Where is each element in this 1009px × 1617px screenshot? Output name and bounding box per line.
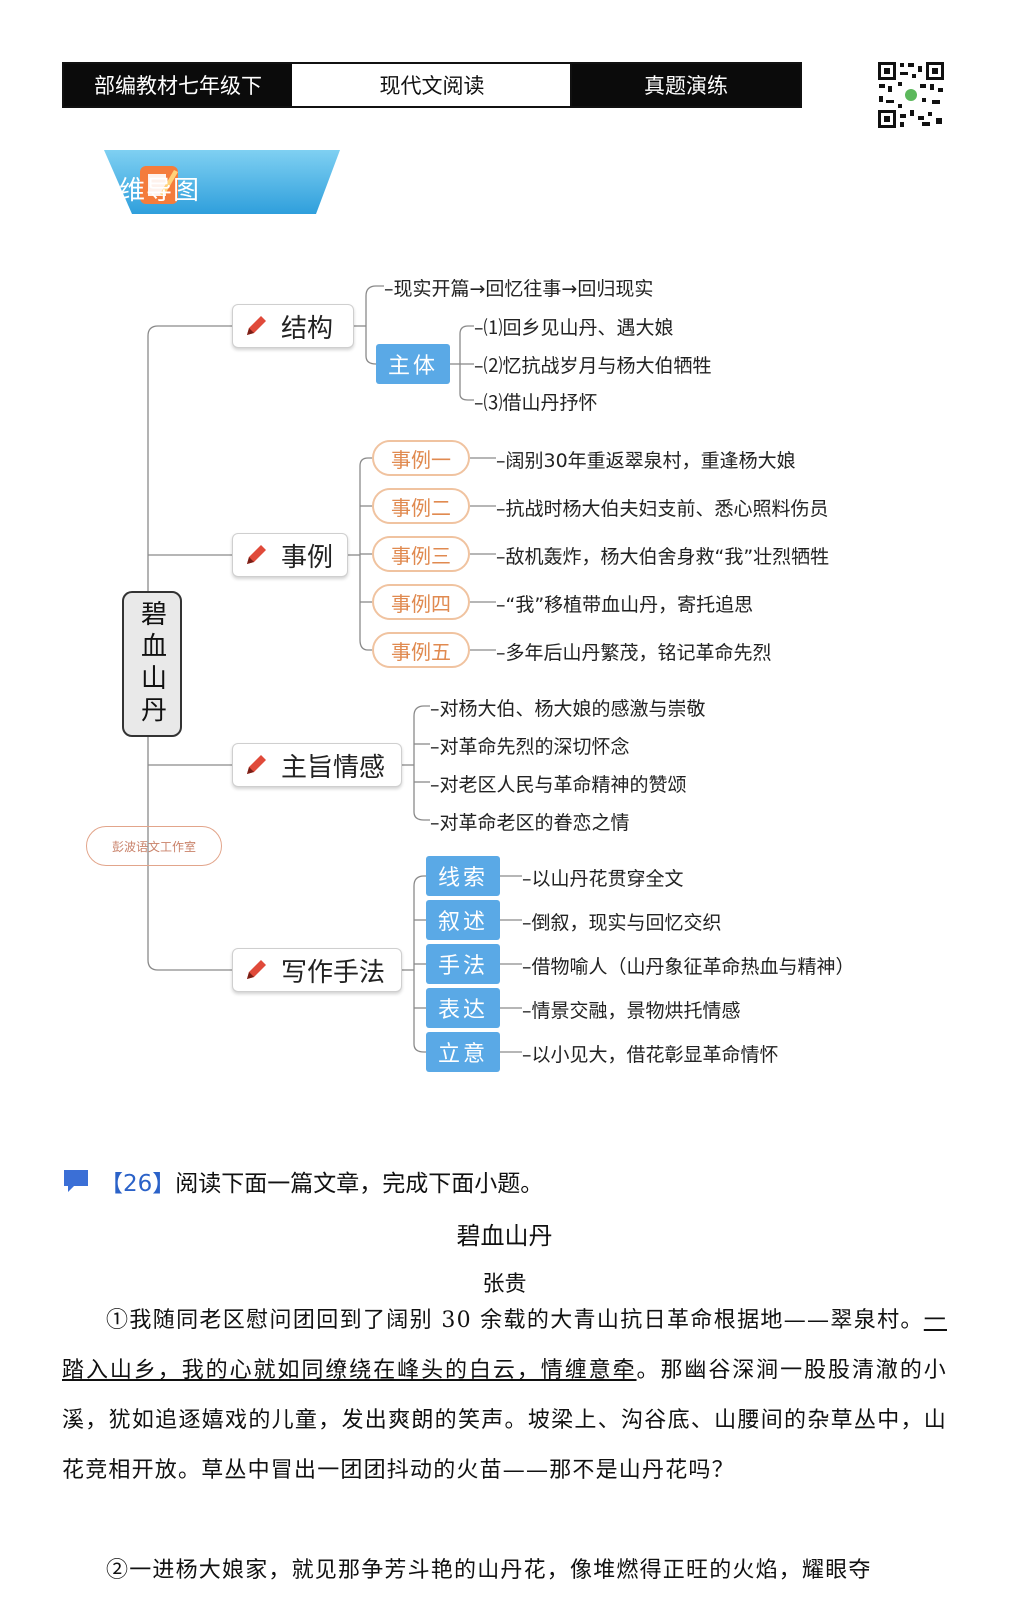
example-tag: 事例一 bbox=[372, 440, 470, 476]
question-heading: 【26】 阅读下面一篇文章，完成下面小题。 bbox=[62, 1164, 543, 1198]
writing-tag: 立意 bbox=[426, 1032, 500, 1072]
article-paragraph-2: ②一进杨大娘家，就见那争芳斗艳的山丹花，像堆燃得正旺的火焰，耀眼夺 bbox=[62, 1546, 947, 1596]
pencil-icon bbox=[247, 755, 266, 774]
branch-examples: 事例 bbox=[232, 533, 348, 577]
header-tab-practice: 真题演练 bbox=[570, 62, 802, 108]
writing-tag: 叙述 bbox=[426, 900, 500, 940]
mindmap-root: 碧血山丹 bbox=[122, 591, 182, 737]
qr-code-icon[interactable] bbox=[876, 60, 946, 130]
example-text: –阔别30年重返翠泉村，重逢杨大娘 bbox=[496, 450, 796, 472]
header-section-label: 现代文阅读 bbox=[379, 74, 485, 98]
article-author: 张贵 bbox=[482, 1272, 527, 1297]
example-text: –敌机轰炸，杨大伯舍身救“我”壮烈牺牲 bbox=[496, 546, 830, 568]
example-text: –“我”移植带血山丹，寄托追思 bbox=[496, 594, 754, 616]
branch-theme: 主旨情感 bbox=[232, 743, 402, 787]
pencil-icon bbox=[247, 960, 266, 979]
writing-tag: 手法 bbox=[426, 944, 500, 984]
mindmap-root-label: 碧血山丹 bbox=[136, 600, 167, 728]
branch-writing: 写作手法 bbox=[232, 948, 402, 992]
writing-text: –情景交融，景物烘托情感 bbox=[522, 1000, 741, 1022]
example-text: –多年后山丹繁茂，铭记革命先烈 bbox=[496, 642, 772, 664]
theme-item: –对革命先烈的深切怀念 bbox=[430, 736, 630, 758]
article-paragraph-1: ①我随同老区慰问团回到了阔别 30 余载的大青山抗日革命根据地——翠泉村。一踏入… bbox=[62, 1296, 947, 1496]
header-practice-label: 真题演练 bbox=[644, 74, 728, 98]
structure-body-item: –⑴回乡见山丹、遇大娘 bbox=[474, 317, 674, 339]
branch-examples-label: 事例 bbox=[281, 542, 334, 573]
theme-item: –对革命老区的眷恋之情 bbox=[430, 812, 630, 834]
example-tag: 事例五 bbox=[372, 632, 470, 668]
theme-item: –对杨大伯、杨大娘的感激与崇敬 bbox=[430, 698, 706, 720]
branch-structure: 结构 bbox=[232, 304, 354, 348]
structure-body-item: –⑵忆抗战岁月与杨大伯牺牲 bbox=[474, 355, 712, 377]
writing-text: –倒叙，现实与回忆交织 bbox=[522, 912, 722, 934]
writing-tag: 线索 bbox=[426, 856, 500, 896]
writing-text: –以小见大，借花彰显革命情怀 bbox=[522, 1044, 779, 1066]
theme-item: –对老区人民与革命精神的赞颂 bbox=[430, 774, 687, 796]
example-tag: 事例三 bbox=[372, 536, 470, 572]
branch-writing-label: 写作手法 bbox=[281, 957, 386, 988]
comment-icon bbox=[64, 1170, 88, 1192]
structure-body-item: –⑶借山丹抒怀 bbox=[474, 392, 598, 414]
structure-opening: –现实开篇→回忆往事→回归现实 bbox=[384, 278, 654, 300]
branch-theme-label: 主旨情感 bbox=[281, 752, 386, 783]
writing-text: –以山丹花贯穿全文 bbox=[522, 868, 684, 890]
underlined-sentence: 一踏入山乡，我的心就如同缭绕在峰头的白云，情缠意牵 bbox=[62, 1308, 947, 1383]
writing-tag: 表达 bbox=[426, 988, 500, 1028]
paragraph-text: ①我随同老区慰问团回到了阔别 30 余载的大青山抗日革命根据地——翠泉村。 bbox=[106, 1308, 924, 1333]
mindmap-connectors bbox=[147, 285, 522, 1053]
example-text: –抗战时杨大伯夫妇支前、悉心照料伤员 bbox=[496, 498, 829, 520]
header-grade-label: 部编教材七年级下 bbox=[94, 74, 262, 98]
question-prompt: 阅读下面一篇文章，完成下面小题。 bbox=[175, 1171, 544, 1197]
paragraph-text: ②一进杨大娘家，就见那争芳斗艳的山丹花，像堆燃得正旺的火焰，耀眼夺 bbox=[106, 1558, 872, 1583]
pencil-icon bbox=[247, 316, 266, 335]
paragraph-text: 。那幽谷深涧一股股清澈的小溪，犹如追逐嬉戏的儿童，发出爽朗的笑声。坡梁上、沟谷底… bbox=[62, 1358, 947, 1483]
mindmap-banner bbox=[104, 150, 340, 214]
studio-stamp: 彭波语文工作室 bbox=[86, 826, 222, 866]
header-tab-section: 现代文阅读 bbox=[292, 62, 572, 108]
question-number: 【26】 bbox=[100, 1171, 176, 1197]
example-tag: 事例四 bbox=[372, 584, 470, 620]
pencil-icon bbox=[247, 545, 266, 564]
structure-body-tag: 主体 bbox=[376, 344, 450, 384]
example-tag: 事例二 bbox=[372, 488, 470, 524]
branch-structure-label: 结构 bbox=[281, 313, 334, 344]
header-tab-grade: 部编教材七年级下 bbox=[62, 62, 294, 108]
banner-title: 思维导图 bbox=[92, 176, 201, 206]
writing-text: –借物喻人（山丹象征革命热血与精神） bbox=[522, 956, 855, 978]
article-title: 碧血山丹 bbox=[456, 1222, 553, 1250]
